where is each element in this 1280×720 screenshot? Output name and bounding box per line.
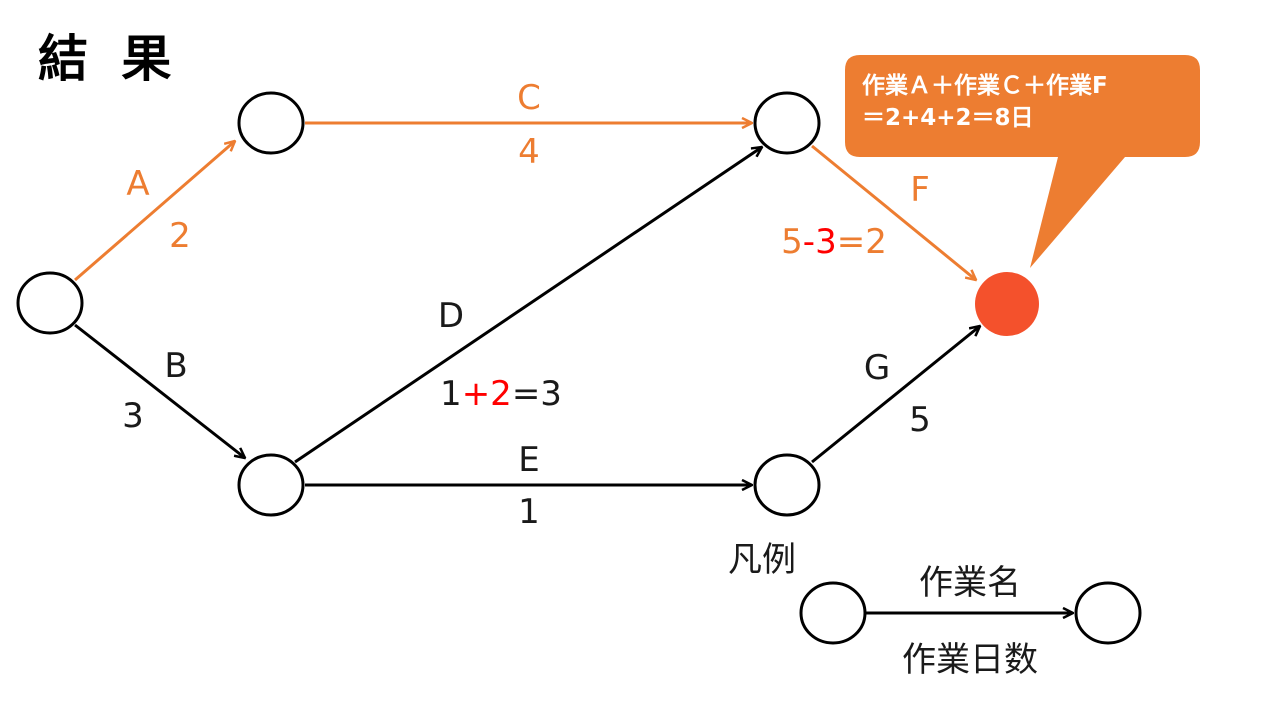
activity-f-days: 5-3=2	[781, 225, 887, 259]
page-title: 結 果	[38, 30, 180, 88]
activity-f-days-result: =2	[836, 222, 887, 262]
activity-f-name: F	[910, 170, 930, 210]
legend-title: 凡例	[728, 540, 796, 580]
activity-g-arrow	[811, 326, 980, 464]
activity-f-days-base: 5	[781, 222, 803, 262]
activity-e-days: 1	[518, 492, 540, 532]
callout-bubble	[845, 55, 1200, 268]
node-after-a	[237, 91, 305, 155]
activity-g-days: 5	[909, 400, 931, 440]
node-after-b	[237, 453, 305, 517]
node-after-c	[753, 91, 821, 155]
callout-text: 作業Ａ＋作業Ｃ＋作業F ＝2+4+2＝8日	[862, 70, 1108, 134]
activity-f-days-subtracted: -3	[802, 222, 837, 262]
node-end	[975, 272, 1039, 336]
activity-b-name: B	[164, 346, 188, 386]
legend-activity-name: 作業名	[919, 563, 1021, 603]
legend-node-left	[799, 581, 867, 645]
activity-c-name: C	[517, 78, 541, 118]
node-after-e	[753, 453, 821, 517]
activity-c-days: 4	[518, 132, 540, 172]
activity-a-name: A	[126, 164, 150, 204]
activity-d-days-added: +2	[461, 374, 512, 414]
activity-d-days-result: =3	[511, 374, 562, 414]
activity-d-name: D	[437, 296, 465, 336]
activity-e-name: E	[518, 440, 540, 480]
activity-g-name: G	[863, 348, 891, 388]
activity-f-arrow	[811, 144, 976, 280]
activity-d-days: 1+2=3	[440, 377, 562, 411]
callout-line-2: ＝2+4+2＝8日	[862, 105, 1034, 131]
activity-b-days: 3	[122, 396, 144, 436]
activity-d-days-base: 1	[440, 374, 462, 414]
node-start	[16, 271, 84, 335]
callout-line-1: 作業Ａ＋作業Ｃ＋作業F	[862, 73, 1108, 99]
legend-node-right	[1074, 581, 1142, 645]
activity-a-arrow	[74, 141, 235, 282]
legend-activity-days: 作業日数	[902, 640, 1038, 680]
activity-d-arrow	[294, 147, 762, 464]
activity-b-arrow	[74, 323, 245, 458]
activity-a-days: 2	[169, 216, 191, 256]
